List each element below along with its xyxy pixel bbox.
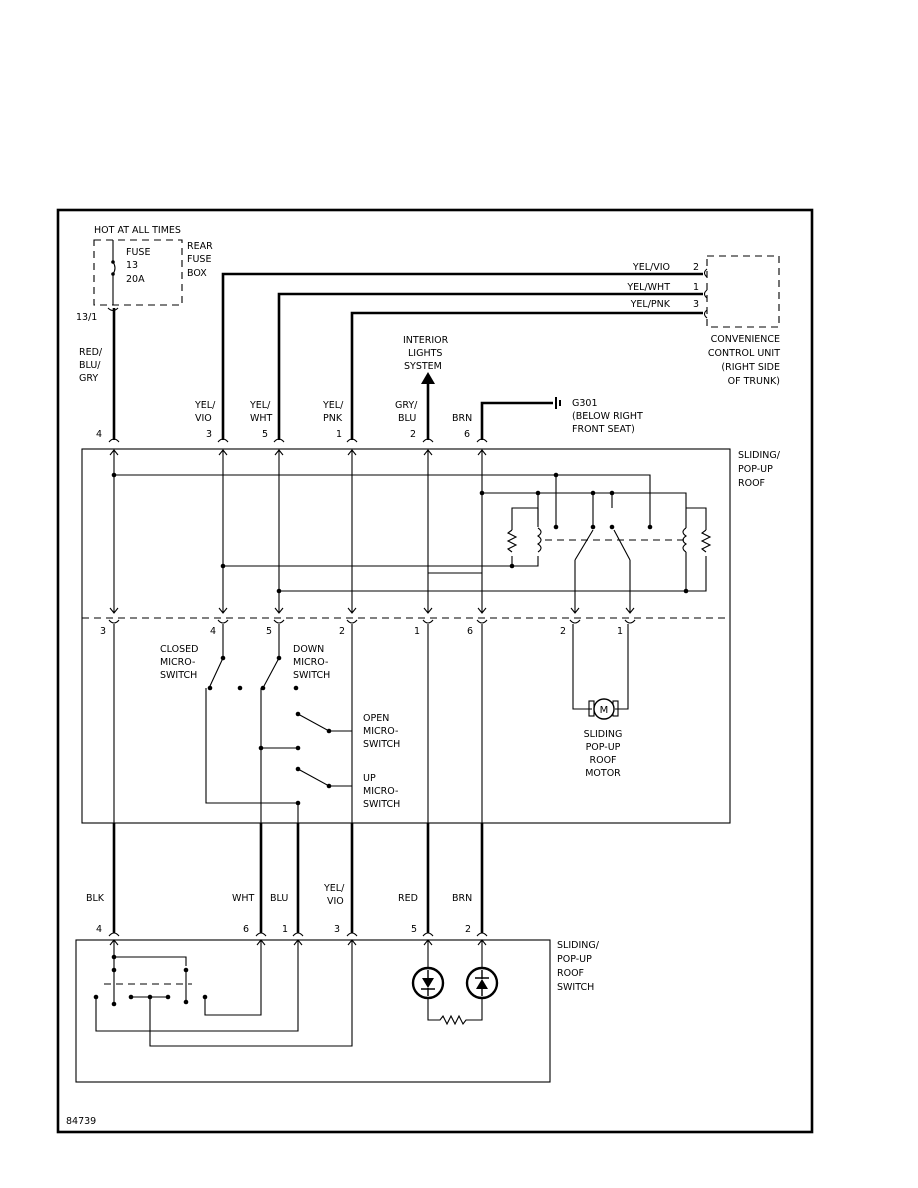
motor-icon xyxy=(593,698,615,720)
top-pin-5: 5 xyxy=(262,429,268,440)
lower-wiring xyxy=(108,823,488,937)
switch-pin-4: 4 xyxy=(96,924,102,935)
top-wiring xyxy=(112,272,703,440)
up-switch-label-1: UP xyxy=(363,773,376,784)
top-pin-1: 1 xyxy=(336,429,342,440)
module-label-1: SLIDING/ xyxy=(738,450,781,461)
switch-pin-6: 6 xyxy=(243,924,249,935)
ground-label-1: G301 xyxy=(572,398,598,409)
interior-lights-label-1: INTERIOR xyxy=(403,335,449,346)
lower-pin-2: 2 xyxy=(339,626,345,637)
motor-label-3: ROOF xyxy=(589,755,616,766)
fuse-rating: 20A xyxy=(126,274,145,285)
ccu-label-3: (RIGHT SIDE xyxy=(721,362,780,373)
down-switch-label-3: SWITCH xyxy=(293,670,330,681)
ccu-wire-color-1: YEL/VIO xyxy=(632,262,670,273)
wire-gry-blu-1: GRY/ xyxy=(395,400,418,411)
down-switch-label-1: DOWN xyxy=(293,644,324,655)
fuse-box-label-1: REAR xyxy=(187,241,213,252)
switch-pin-1: 1 xyxy=(282,924,288,935)
wire-yel-vio-2: VIO xyxy=(195,413,212,424)
up-switch-label-3: SWITCH xyxy=(363,799,400,810)
switch-pin-5: 5 xyxy=(411,924,417,935)
switch-pin-2: 2 xyxy=(465,924,471,935)
ccu-label-1: CONVENIENCE xyxy=(711,334,780,345)
interior-lights-label-2: LIGHTS xyxy=(408,348,442,359)
ground-label-2: (BELOW RIGHT xyxy=(572,411,643,422)
roof-switch-label-2: POP-UP xyxy=(557,954,592,965)
wire-blk: BLK xyxy=(86,893,105,904)
wire-blu: BLU xyxy=(270,893,288,904)
lower-pin-1: 1 xyxy=(414,626,420,637)
motor-label-2: POP-UP xyxy=(586,742,621,753)
fuse-box-label-2: FUSE xyxy=(187,254,211,265)
wire-red-blu-gry-2: BLU/ xyxy=(79,360,101,371)
convenience-control-unit: CONVENIENCE CONTROL UNIT (RIGHT SIDE OF … xyxy=(626,255,780,387)
figure-id: 84739 xyxy=(66,1116,96,1127)
switch-pin-3: 3 xyxy=(334,924,340,935)
roof-switch: SLIDING/ POP-UP ROOF SWITCH xyxy=(75,939,600,1083)
closed-switch-label-2: MICRO- xyxy=(160,657,195,668)
wire-yel-wht-2: WHT xyxy=(250,413,273,424)
motor-label-4: MOTOR xyxy=(585,768,621,779)
motor-symbol: M xyxy=(600,705,609,716)
ccu-wire-color-2: YEL/WHT xyxy=(626,282,670,293)
ccu-wire-pin-1: 2 xyxy=(693,262,699,273)
wire-yel-vio-lower-1: YEL/ xyxy=(323,883,345,894)
ccu-wire-color-3: YEL/PNK xyxy=(630,299,671,310)
fuse-connector-label: 13/1 xyxy=(76,312,97,323)
fuse-number: 13 xyxy=(126,260,138,271)
wire-gry-blu-2: BLU xyxy=(398,413,416,424)
fuse-label: FUSE xyxy=(126,247,150,258)
down-switch-label-2: MICRO- xyxy=(293,657,328,668)
roof-switch-label-3: ROOF xyxy=(557,968,584,979)
rear-fuse-box: HOT AT ALL TIMES FUSE 13 20A REAR FUSE B… xyxy=(76,225,213,323)
diagram-frame xyxy=(56,208,814,1134)
lower-pin-6: 6 xyxy=(467,626,473,637)
roof-switch-label-1: SLIDING/ xyxy=(557,940,600,951)
motor-label-1: SLIDING xyxy=(584,729,623,740)
ground-label-3: FRONT SEAT) xyxy=(572,424,635,435)
ccu-label-4: OF TRUNK) xyxy=(728,376,780,387)
wire-yel-pnk-2: PNK xyxy=(323,413,343,424)
open-switch-label-2: MICRO- xyxy=(363,726,398,737)
wire-red-blu-gry-3: GRY xyxy=(79,373,98,384)
interior-lights-label-3: SYSTEM xyxy=(404,361,442,372)
lower-pin-2-motor: 2 xyxy=(560,626,566,637)
module-label-3: ROOF xyxy=(738,478,765,489)
wire-yel-vio-lower-2: VIO xyxy=(327,896,344,907)
module-label-2: POP-UP xyxy=(738,464,773,475)
top-pin-3: 3 xyxy=(206,429,212,440)
top-pin-2: 2 xyxy=(410,429,416,440)
wire-red-blu-gry-1: RED/ xyxy=(79,347,103,358)
wire-red: RED xyxy=(398,893,418,904)
fuse-box-label-3: BOX xyxy=(187,268,207,279)
lower-pin-4: 4 xyxy=(210,626,216,637)
wire-yel-vio-1: YEL/ xyxy=(194,400,216,411)
open-switch-label-1: OPEN xyxy=(363,713,389,724)
ccu-wire-pin-2: 1 xyxy=(693,282,699,293)
up-switch-label-2: MICRO- xyxy=(363,786,398,797)
lower-pin-3: 3 xyxy=(100,626,106,637)
ccu-wire-pin-3: 3 xyxy=(693,299,699,310)
lower-pin-1-motor: 1 xyxy=(617,626,623,637)
wire-yel-wht-1: YEL/ xyxy=(249,400,271,411)
wire-brn-lower: BRN xyxy=(452,893,472,904)
ccu-label-2: CONTROL UNIT xyxy=(708,348,780,359)
wire-yel-pnk-1: YEL/ xyxy=(322,400,344,411)
closed-switch-label-1: CLOSED xyxy=(160,644,198,655)
open-switch-label-3: SWITCH xyxy=(363,739,400,750)
wire-brn-top: BRN xyxy=(452,413,472,424)
wire-wht: WHT xyxy=(232,893,255,904)
roof-switch-label-4: SWITCH xyxy=(557,982,594,993)
top-pin-4: 4 xyxy=(96,429,102,440)
hot-at-all-times-label: HOT AT ALL TIMES xyxy=(94,225,181,236)
top-pin-6: 6 xyxy=(464,429,470,440)
closed-switch-label-3: SWITCH xyxy=(160,670,197,681)
sliding-roof-module: SLIDING/ POP-UP ROOF xyxy=(81,448,781,824)
lower-pin-5: 5 xyxy=(266,626,272,637)
